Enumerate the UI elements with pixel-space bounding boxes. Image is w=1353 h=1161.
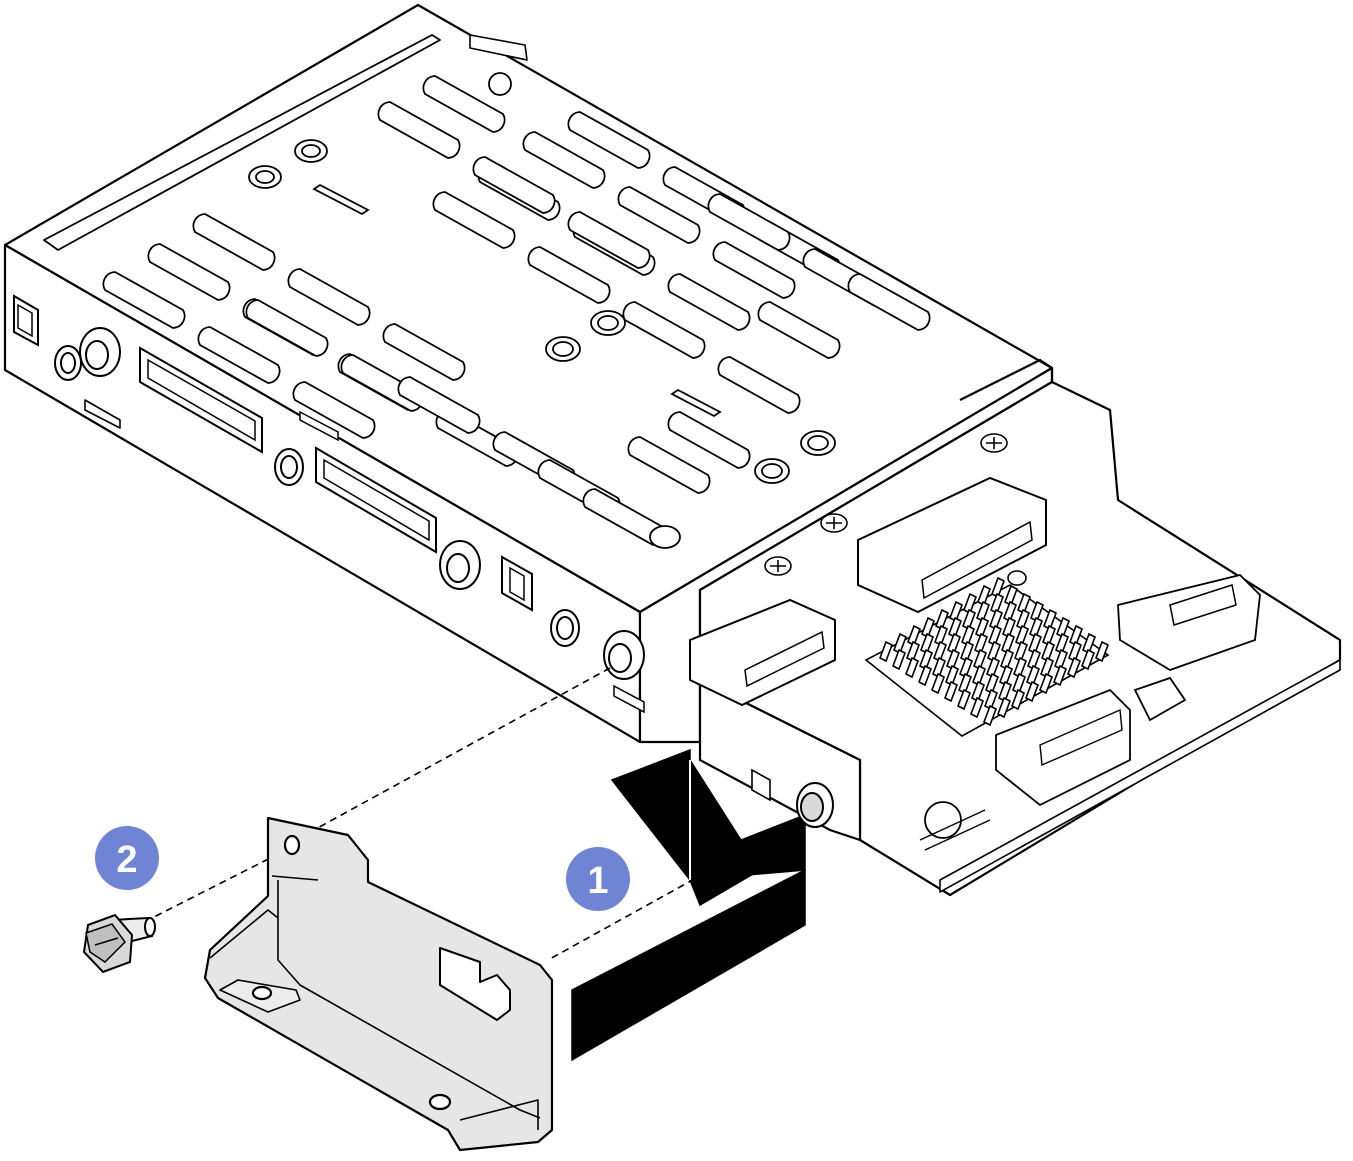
callout-step-2-label: 2 xyxy=(116,839,137,881)
heatsink-fin xyxy=(1024,680,1040,703)
vent-slot xyxy=(292,381,376,439)
vent-slot xyxy=(667,411,751,469)
heatsink-fin xyxy=(1052,664,1068,687)
vent-slots xyxy=(102,75,931,546)
callout-step-1-label: 1 xyxy=(587,860,608,902)
vent-slot xyxy=(377,101,461,159)
vent-slot xyxy=(192,213,276,271)
guide-pin xyxy=(796,782,834,828)
drive-connector-upper xyxy=(857,476,1047,614)
vent-slot xyxy=(717,356,801,414)
vent-slot xyxy=(245,299,329,357)
vent-slot xyxy=(522,131,606,189)
vent-slot xyxy=(617,186,701,244)
heatsink-fin xyxy=(1010,688,1026,711)
callout-step-2: 2 xyxy=(95,826,159,890)
heatsink-fin xyxy=(1038,672,1054,695)
heatsink-fin xyxy=(996,696,1012,719)
mounting-bracket xyxy=(203,816,554,1152)
vent-slot xyxy=(627,436,711,494)
vent-slot xyxy=(382,323,466,381)
heatsink-fin xyxy=(982,704,998,727)
vent-slot xyxy=(707,193,791,251)
board-components xyxy=(919,574,1261,851)
vent-slot xyxy=(567,111,651,169)
heatsink-fin xyxy=(969,696,985,719)
vent-slot xyxy=(712,241,796,299)
vent-slot xyxy=(197,326,281,384)
top-face-holes xyxy=(248,72,836,549)
vent-slot xyxy=(527,246,611,304)
vent-slot xyxy=(287,268,371,326)
vent-slot xyxy=(757,301,841,359)
vent-slot xyxy=(422,75,506,133)
vent-slot xyxy=(432,191,516,249)
heatsink-fin xyxy=(1094,640,1110,663)
heatsink xyxy=(864,576,1110,737)
heatsink-fin xyxy=(1066,656,1082,679)
vent-slot xyxy=(472,156,556,214)
heatsink-fin xyxy=(943,680,959,703)
drive-connector-lower xyxy=(689,598,836,707)
heatsink-fin xyxy=(930,672,946,695)
vent-slot xyxy=(102,271,186,329)
vent-slot xyxy=(147,243,231,301)
vent-slot xyxy=(622,301,706,359)
vent-slot xyxy=(667,273,751,331)
heatsink-fin xyxy=(878,640,894,663)
insertion-arrow xyxy=(571,748,806,1062)
callout-step-1: 1 xyxy=(566,847,630,911)
heatsink-fin xyxy=(891,648,907,671)
side-wall-features xyxy=(13,294,645,714)
vent-slot xyxy=(847,273,931,331)
heatsink-fin xyxy=(1080,648,1096,671)
vent-slot xyxy=(567,211,651,269)
screw-icon xyxy=(82,913,156,974)
vent-slot xyxy=(397,376,481,434)
heatsink-fin xyxy=(917,664,933,687)
heatsink-fin xyxy=(904,656,920,679)
heatsink-fin xyxy=(956,688,972,711)
